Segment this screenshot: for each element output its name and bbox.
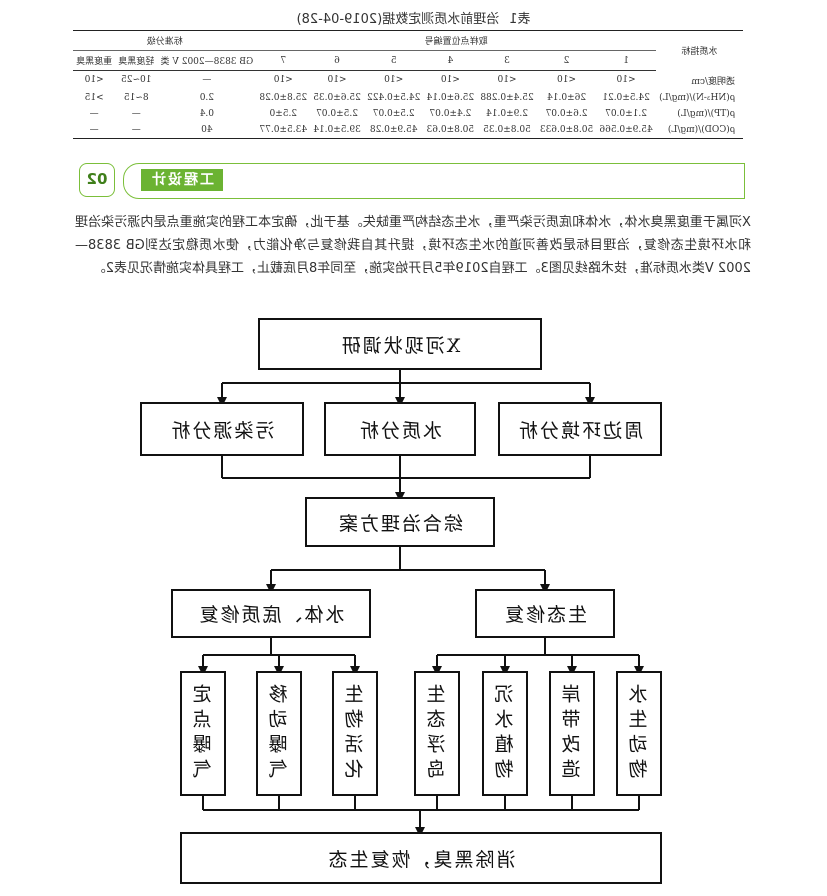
flow-box-measure-4: 生态浮岛 [414,671,460,796]
flow-box-measure-2: 移动曝气 [256,671,302,796]
flow-box-measure-3: 生物活化 [332,671,378,796]
flow-box-plan: 综合治理方案 [305,497,495,547]
flow-box-repair-water: 水体、底质修复 [171,589,371,638]
flow-box-analysis-3: 周边环境分析 [498,402,662,456]
flow-box-analysis-2: 水质分析 [324,402,476,456]
flow-box-measure-6: 岸带改造 [549,671,595,796]
flow-box-measure-7: 水生动物 [616,671,662,796]
flow-box-measure-1: 定点曝气 [180,671,226,796]
flow-box-top: X河现状调研 [258,318,542,370]
flow-box-final: 消除黑臭，恢复生态 [180,832,662,884]
flow-box-measure-5: 沉水植物 [482,671,528,796]
flow-box-repair-eco: 生态修复 [475,589,615,638]
flow-box-analysis-1: 污染源分析 [140,402,304,456]
